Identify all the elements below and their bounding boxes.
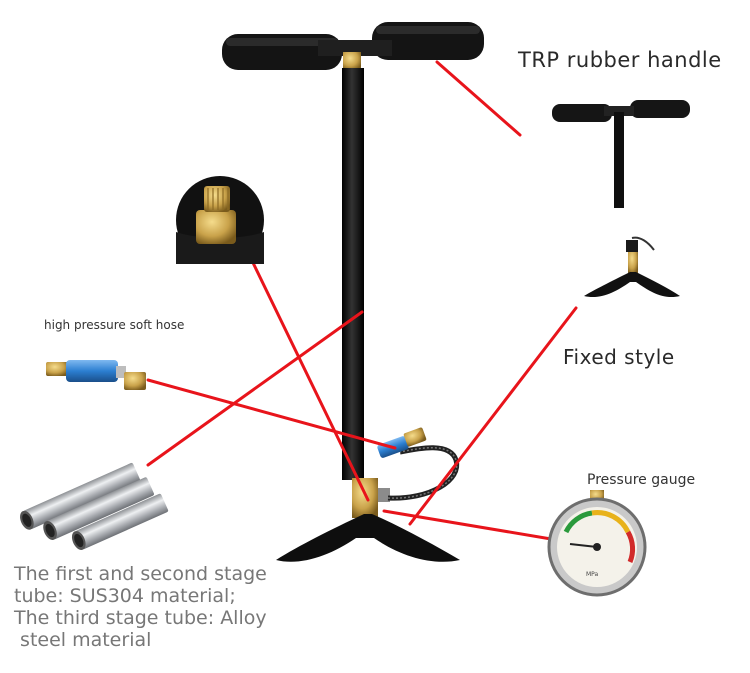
pointer-hose	[146, 378, 397, 450]
pressure-gauge: MPa	[547, 490, 647, 597]
label-tube-materials: The first and second stage tube: SUS304 …	[14, 563, 294, 651]
main-pump	[222, 22, 484, 562]
label-trp-rubber-handle: TRP rubber handle	[518, 48, 722, 72]
base-fitting	[352, 478, 378, 518]
label-fixed-style: Fixed style	[563, 345, 675, 369]
steel-tubes	[20, 462, 169, 550]
pointer-handle	[435, 60, 522, 137]
svg-text:MPa: MPa	[586, 571, 599, 578]
brass-collar	[343, 52, 361, 70]
gauge-hose	[387, 445, 460, 501]
label-pressure-gauge: Pressure gauge	[587, 472, 696, 488]
handle-bar	[318, 40, 392, 56]
tube-text-line: The first and second stage	[14, 563, 267, 585]
tube-text-line: steel material	[14, 629, 152, 651]
label-high-pressure-hose: high pressure soft hose	[44, 318, 185, 332]
valve-closeup	[176, 176, 264, 264]
handle-closeup	[552, 100, 690, 208]
hose-fitting	[46, 360, 146, 390]
pointer-fixed	[408, 306, 578, 526]
fixed-base-closeup	[584, 236, 680, 298]
pointer-gauge	[382, 509, 559, 542]
pointer-tubes	[146, 310, 364, 467]
pump-shaft	[342, 68, 364, 480]
tube-text-line: The third stage tube: Alloy	[14, 607, 267, 629]
tube-text-line: tube: SUS304 material;	[14, 585, 236, 607]
pointer-valve	[240, 238, 370, 502]
pointer-lines	[146, 60, 578, 542]
pump-base	[276, 514, 460, 562]
